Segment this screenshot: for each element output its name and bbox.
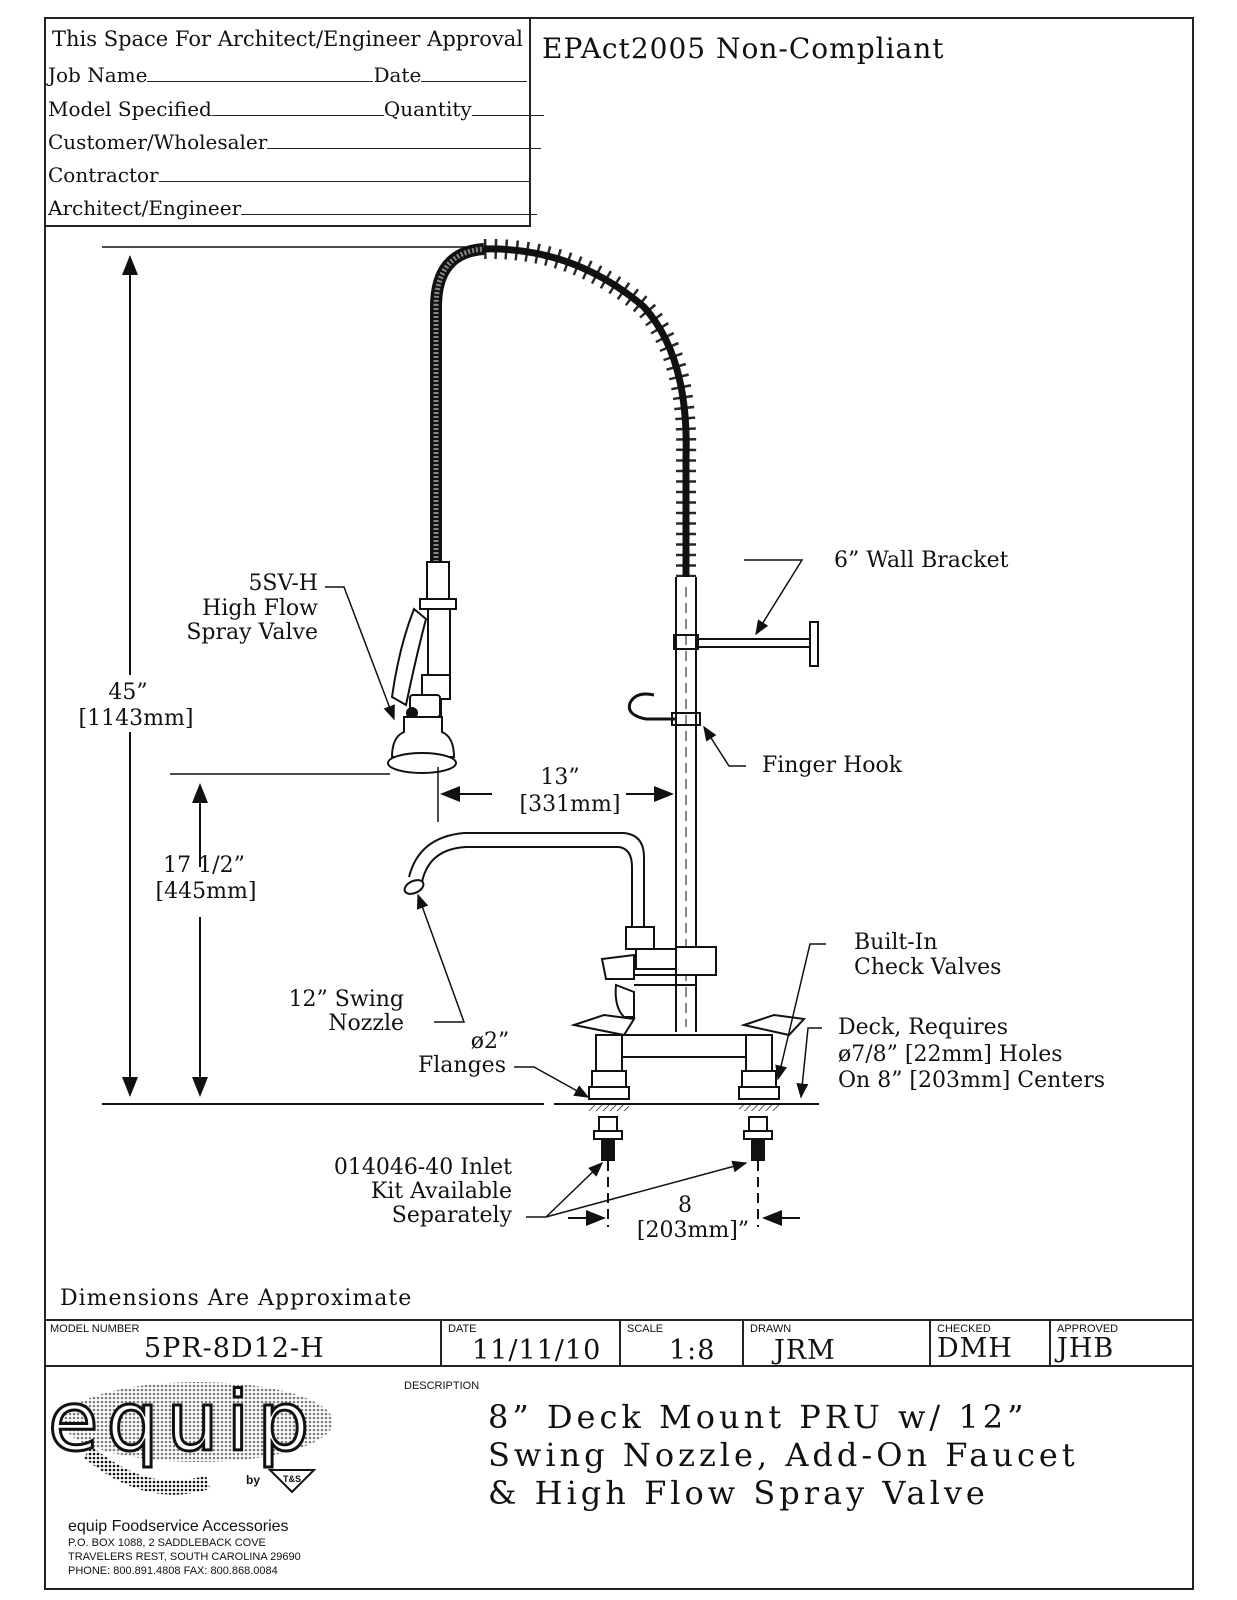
drawn-cell: DRAWN JRM <box>744 1321 931 1366</box>
approval-row-customer: Customer/Wholesaler <box>48 130 542 154</box>
model-cell: MODEL NUMBER 5PR-8D12-H <box>44 1321 442 1365</box>
deck-body <box>570 1013 807 1100</box>
leader-lines <box>325 559 826 1218</box>
scale-cell: SCALE 1:8 <box>621 1321 744 1366</box>
equip-logo: equip by T&S <box>48 1374 333 1495</box>
compliance-status: EPAct2005 Non-Compliant <box>542 32 945 65</box>
spray-valve-label-1: 5SV-H <box>248 571 318 596</box>
swing-nozzle-label-1: 12” Swing <box>289 987 404 1012</box>
company-address-1: P.O. BOX 1088, 2 SADDLEBACK COVE <box>68 1537 266 1549</box>
drawn-by: JRM <box>774 1335 836 1366</box>
spray-valve-label-3: Spray Valve <box>186 620 318 645</box>
svg-text:T&S: T&S <box>283 1474 301 1484</box>
deck-label-1: Deck, Requires <box>838 1015 1008 1040</box>
svg-text:by: by <box>246 1473 260 1487</box>
deck-label-3: On 8” [203mm] Centers <box>838 1068 1105 1093</box>
drawing-scale: 1:8 <box>669 1335 716 1366</box>
reach-mm-label: [331mm] <box>520 792 621 817</box>
company-name: equip Foodservice Accessories <box>68 1518 289 1535</box>
inlet-kits <box>593 1116 773 1227</box>
company-info: equip Foodservice Accessories P.O. BOX 1… <box>68 1518 301 1578</box>
swing-nozzle-label-2: Nozzle <box>328 1011 404 1036</box>
wall-bracket <box>673 621 819 667</box>
wall-bracket-label: 6” Wall Bracket <box>834 548 1009 573</box>
inlet-kit-label-2: Kit Available <box>371 1179 512 1204</box>
dimension-lines <box>102 246 800 1226</box>
checked-by: DMH <box>937 1333 1013 1364</box>
drawing-sheet <box>44 17 1194 1590</box>
inlet-kit-label-1: 014046-40 Inlet <box>334 1155 512 1180</box>
model-number: 5PR-8D12-H <box>144 1333 325 1364</box>
company-address-2: TRAVELERS REST, SOUTH CAROLINA 29690 <box>68 1551 301 1563</box>
finger-hook <box>627 692 701 726</box>
total-height-mm-label: [1143mm] <box>79 706 194 731</box>
flanges-label-1: ø2” <box>471 1029 510 1054</box>
total-height-label: 45” <box>108 680 147 705</box>
checked-cell: CHECKED DMH <box>931 1321 1051 1365</box>
inlet-kit-label-3: Separately <box>392 1203 513 1228</box>
description-caption: DESCRIPTION <box>404 1380 480 1392</box>
check-valves-label-1: Built-In <box>854 930 938 955</box>
svg-text:equip: equip <box>48 1375 317 1470</box>
approval-header: This Space For Architect/Engineer Approv… <box>52 27 523 51</box>
drawing-date: 11/11/10 <box>472 1335 602 1366</box>
company-phone: PHONE: 800.891.4808 FAX: 800.868.0084 <box>68 1565 278 1577</box>
deck-label-2: ø7/8” [22mm] Holes <box>838 1042 1063 1067</box>
centers-mm-label: [203mm]” <box>637 1218 749 1243</box>
spray-valve-label-2: High Flow <box>202 596 318 621</box>
product-description: 8” Deck Mount PRU w/ 12”Swing Nozzle, Ad… <box>488 1398 1079 1512</box>
approved-cell: APPROVED JHB <box>1057 1323 1119 1364</box>
deck-line <box>102 1103 819 1111</box>
faucet-drawing: 6” Wall Bracket Finger Hook 5SV-H High F… <box>79 238 1105 1243</box>
approved-by: JHB <box>1057 1333 1115 1364</box>
approval-row-contractor: Contractor <box>48 163 531 187</box>
flanges-label-2: Flanges <box>418 1053 506 1078</box>
check-valves-label-2: Check Valves <box>854 955 1001 980</box>
finger-hook-label: Finger Hook <box>762 753 903 778</box>
date-cell: DATE 11/11/10 <box>442 1321 621 1366</box>
approval-box: This Space For Architect/Engineer Approv… <box>44 17 544 227</box>
approval-row-architect: Architect/Engineer <box>48 196 538 220</box>
valve-height-label: 17 1/2” <box>163 853 245 878</box>
centers-label: 8 <box>678 1193 692 1218</box>
add-on-faucet <box>403 832 717 1018</box>
dimensions-note: Dimensions Are Approximate <box>60 1286 413 1311</box>
spring-riser <box>483 238 697 577</box>
valve-height-mm-label: [445mm] <box>156 879 257 904</box>
reach-label: 13” <box>540 765 579 790</box>
spray-valve <box>387 561 457 774</box>
hose <box>430 243 485 722</box>
title-block: MODEL NUMBER 5PR-8D12-H DATE 11/11/10 SC… <box>44 1319 1194 1367</box>
